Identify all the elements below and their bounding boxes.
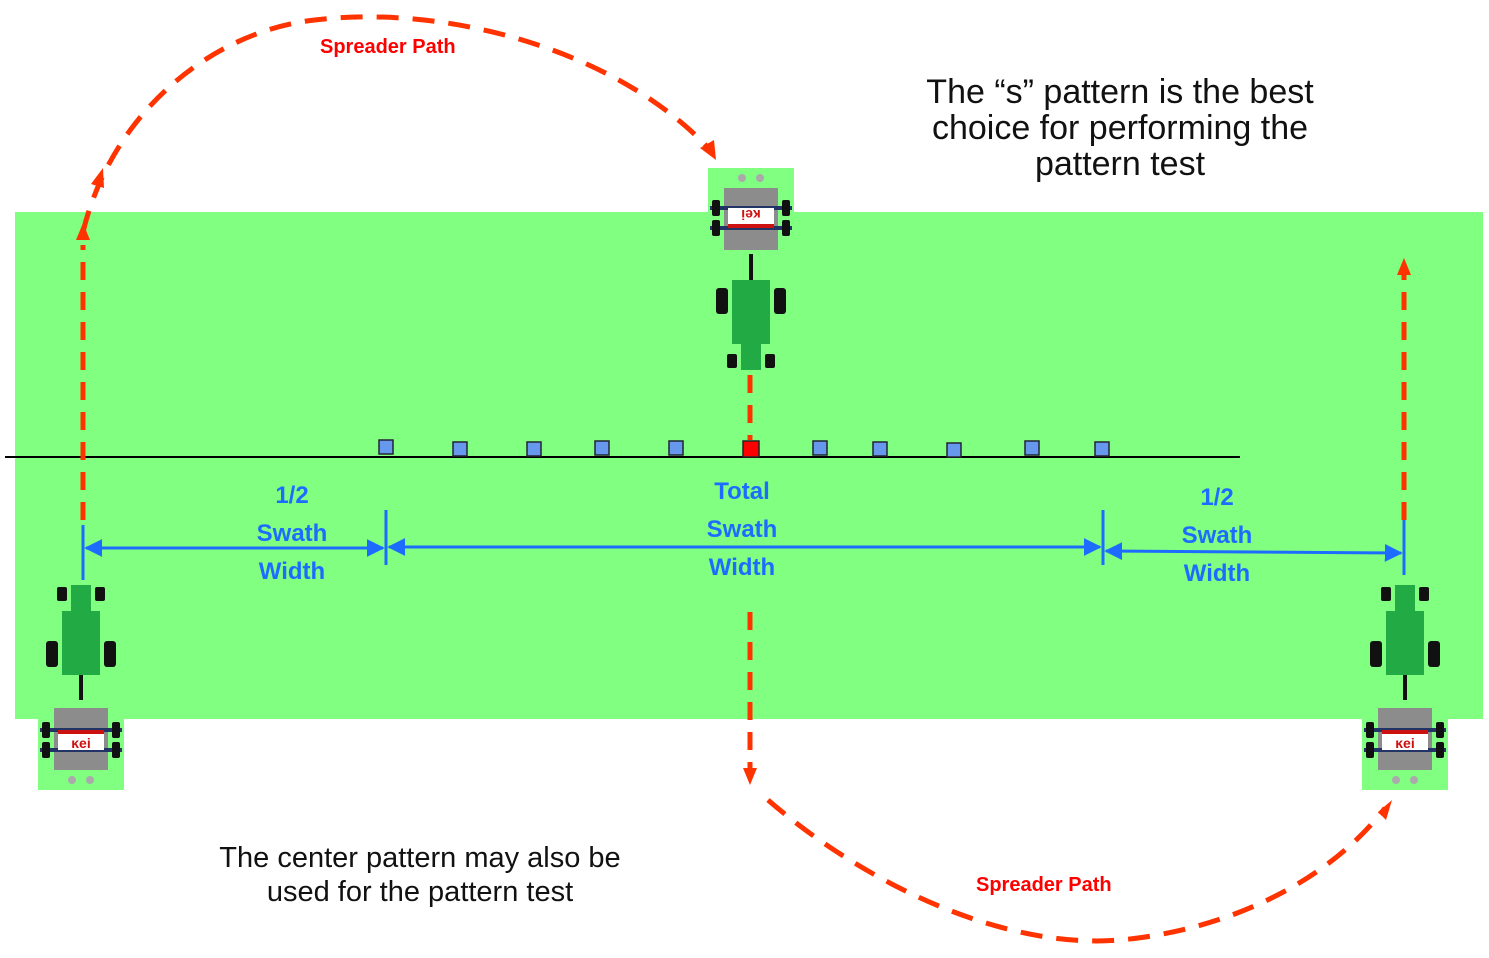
arrowhead-top-left-2 xyxy=(91,168,104,188)
center-pattern-note: The center pattern may also be used for … xyxy=(219,842,621,908)
spreader-path-bottom-arc xyxy=(766,798,1387,944)
center-rig xyxy=(708,168,794,370)
pan xyxy=(668,440,684,456)
pan xyxy=(594,440,610,456)
half-swath-right-label: 1/2 Swath Width xyxy=(1181,484,1253,587)
left-rig xyxy=(38,585,124,790)
right-tractor xyxy=(1362,585,1448,705)
center-tractor xyxy=(708,250,794,370)
spreader-path-label-top: Spreader Path xyxy=(320,36,456,58)
center-pan xyxy=(742,440,760,458)
left-tractor xyxy=(38,585,124,705)
arrowhead-right-up xyxy=(1397,258,1411,275)
left-spreader xyxy=(38,700,124,790)
arrowhead-center-down xyxy=(743,768,757,785)
pan xyxy=(812,440,828,456)
collection-pans xyxy=(378,439,1110,458)
s-pattern-note: The “s” pattern is the best choice for p… xyxy=(926,73,1314,183)
half-swath-right-arrow xyxy=(1104,542,1403,562)
total-swath-label: Total Swath Width xyxy=(706,478,778,581)
arrowhead-bottom-right xyxy=(1378,800,1392,820)
pan xyxy=(452,441,468,457)
pan xyxy=(1024,440,1040,456)
arrowhead-top-center xyxy=(700,140,716,160)
pan xyxy=(1094,441,1110,457)
pan xyxy=(378,439,394,455)
swath-markers xyxy=(81,510,1406,580)
arrowhead-top-left xyxy=(76,223,90,240)
pan xyxy=(872,441,888,457)
spreader-path-top-arc xyxy=(80,14,714,233)
half-swath-left-label: 1/2 Swath Width xyxy=(256,482,328,585)
right-rig xyxy=(1362,585,1448,790)
right-spreader xyxy=(1362,700,1448,790)
center-spreader xyxy=(708,168,794,258)
pan xyxy=(946,442,962,458)
pan xyxy=(526,441,542,457)
spreader-path-label-bottom: Spreader Path xyxy=(976,874,1112,896)
